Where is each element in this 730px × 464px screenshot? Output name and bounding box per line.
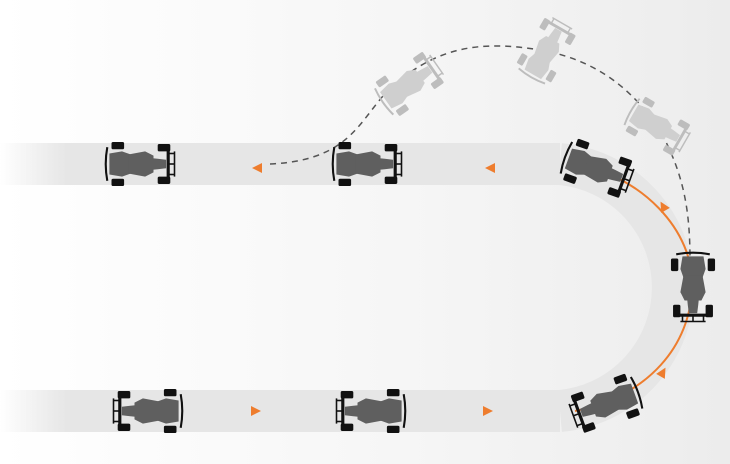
racing-line [0, 163, 694, 412]
track-band [0, 143, 694, 432]
kart-ghost-icon [512, 11, 581, 89]
kart-ghost-icon [619, 92, 697, 161]
kart-ghost-icon [369, 46, 451, 122]
